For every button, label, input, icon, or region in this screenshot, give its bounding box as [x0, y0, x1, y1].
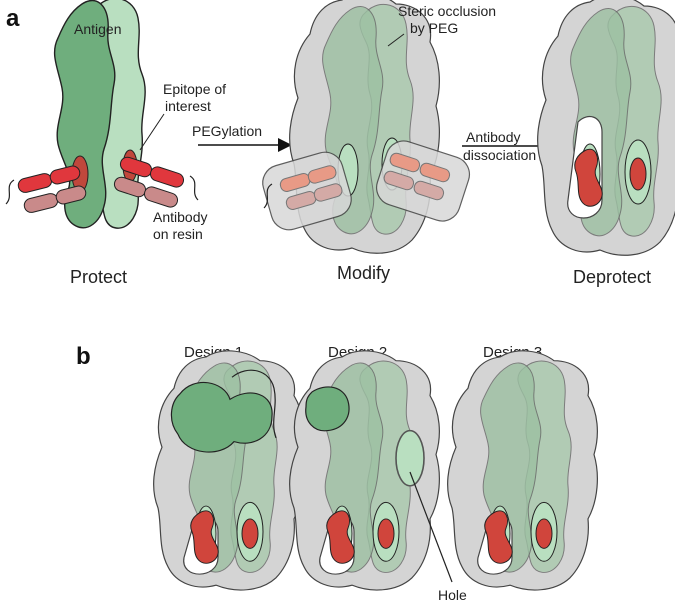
- pegylation-arrowhead: [278, 138, 292, 152]
- step-deprotect: Deprotect: [573, 267, 651, 287]
- hole-leader-line: [409, 471, 453, 583]
- design-1-construct: [153, 350, 304, 591]
- panel-a-letter: a: [6, 5, 20, 32]
- deprotect-construct: [537, 0, 675, 256]
- steric-label-line2: by PEG: [410, 20, 458, 36]
- design-2-construct: [289, 350, 440, 591]
- antibody-label-line1: Antibody: [153, 209, 207, 225]
- step-modify: Modify: [337, 263, 390, 283]
- dissociation-label-line1: Antibody: [466, 129, 520, 145]
- protect-antibody-right: [113, 156, 199, 208]
- pegylation-label: PEGylation: [192, 123, 262, 139]
- step-protect: Protect: [70, 267, 127, 287]
- epitope-leader-line: [139, 113, 165, 151]
- modify-antibody-left: [262, 151, 352, 231]
- antigen-label: Antigen: [74, 21, 121, 37]
- protect-antibody-left: [5, 165, 87, 213]
- modify-antibody-right: [375, 140, 471, 222]
- steric-leader-line: [387, 33, 405, 47]
- epitope-label-line1: Epitope of: [163, 81, 226, 97]
- epitope-label-line2: interest: [165, 98, 211, 114]
- panel-b-letter: b: [76, 343, 91, 370]
- hole-label: Hole: [438, 587, 467, 602]
- antibody-label-line2: on resin: [153, 226, 203, 242]
- steric-label-line1: Steric occlusion: [398, 3, 496, 19]
- dissociation-label-line2: dissociation: [463, 147, 536, 163]
- design-3-construct: [447, 350, 598, 591]
